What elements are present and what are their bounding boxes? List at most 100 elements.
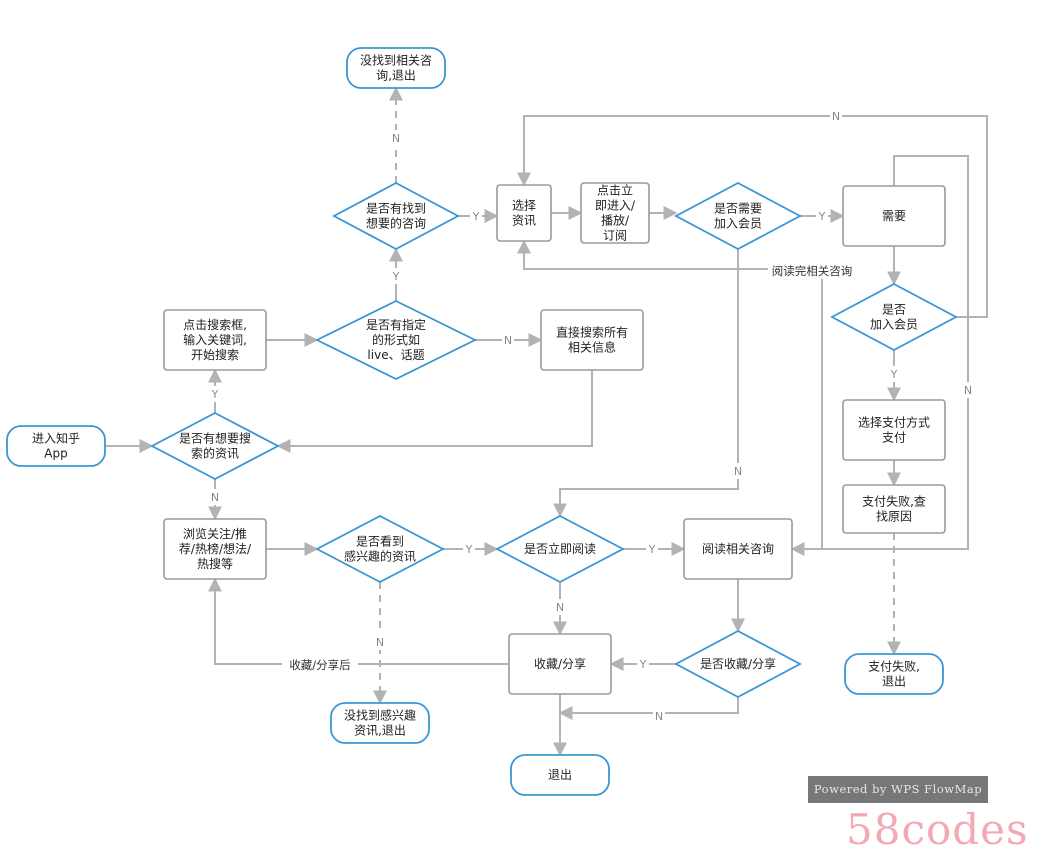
edge-label-n: N: [211, 491, 219, 504]
node-label-not-found-1: 询,退出: [376, 69, 416, 83]
node-is-collect: 是否收藏/分享: [674, 629, 802, 699]
edge-labels: Y N Y N Y Y N Y N 阅读完相关咨询 N N Y Y N N Y N 收藏/分享后: [209, 108, 974, 724]
node-label-read-now-0: 是否立即阅读: [524, 541, 596, 556]
node-browse: 浏览关注/推荐/热榜/想法/热搜等: [163, 518, 267, 580]
node-label-specified-form-0: 是否有指定: [366, 317, 426, 332]
edge-label-y: Y: [818, 210, 826, 223]
node-label-is-collect-0: 是否收藏/分享: [700, 656, 776, 671]
edge-collect-to-browse: [208, 577, 509, 665]
node-label-click-enter-0: 点击立: [597, 183, 633, 198]
node-click-search: 点击搜索框,输入关键词,开始搜索: [163, 309, 267, 371]
node-label-choose-pay-0: 选择支付方式: [858, 415, 930, 430]
node-label-join-member-1: 加入会员: [870, 318, 918, 332]
edge-label-n: N: [832, 110, 840, 123]
edge-label-n: N: [376, 636, 384, 649]
node-read-related: 阅读相关咨询: [683, 518, 793, 580]
edge-label-y: Y: [211, 388, 219, 401]
node-pay-fail-exit: 支付失败,退出: [844, 653, 944, 695]
node-label-click-enter-3: 订阅: [603, 229, 627, 243]
edge-label-n: N: [734, 465, 742, 478]
watermark-logo: 58codes: [846, 805, 1029, 854]
edge-label-after-collect: 收藏/分享后: [289, 658, 350, 672]
node-exit: 退出: [510, 754, 610, 796]
node-label-direct-search-1: 相关信息: [568, 340, 616, 355]
node-label-browse-1: 荐/热榜/想法/: [179, 541, 252, 556]
edge-label-y: Y: [472, 210, 480, 223]
node-label-specified-form-2: live、话题: [367, 348, 424, 362]
node-need: 需要: [842, 185, 946, 247]
node-label-click-enter-2: 播放/: [601, 213, 630, 228]
node-label-found-wanted-1: 想要的咨询: [366, 216, 426, 231]
node-label-select-info-0: 选择: [512, 199, 536, 213]
edge-label-read-done: 阅读完相关咨询: [772, 264, 853, 278]
node-label-enter-app-0: 进入知乎: [32, 432, 80, 446]
node-label-see-interest-0: 是否看到: [356, 535, 404, 549]
node-label-click-search-1: 输入关键词,: [183, 332, 247, 347]
node-label-want-search-0: 是否有想要搜: [179, 431, 251, 446]
node-label-collect-share-0: 收藏/分享: [534, 656, 586, 671]
node-label-need-member-0: 是否需要: [714, 202, 762, 216]
edge-need-to-read-n: [790, 155, 969, 556]
node-label-direct-search-0: 直接搜索所有: [556, 325, 628, 340]
node-label-no-interest-0: 没找到感兴趣: [344, 708, 416, 723]
node-label-choose-pay-1: 支付: [882, 431, 906, 445]
node-label-want-search-1: 索的资讯: [191, 446, 239, 461]
nodes: 进入知乎App是否有想要搜索的资讯点击搜索框,输入关键词,开始搜索是否有指定的形…: [6, 47, 958, 796]
node-label-found-wanted-0: 是否有找到: [366, 202, 426, 216]
edge-label-n: N: [655, 710, 663, 723]
edge-label-y: Y: [392, 270, 400, 283]
node-label-need-member-1: 加入会员: [714, 217, 762, 231]
edges: [105, 86, 988, 757]
edge-needmember-to-readnow-n: [553, 249, 739, 518]
edge-label-n: N: [392, 132, 400, 145]
edge-label-n: N: [556, 601, 564, 614]
node-label-exit-0: 退出: [548, 768, 572, 782]
edge-label-n: N: [964, 384, 972, 397]
node-label-pay-fail-exit-1: 退出: [882, 675, 906, 689]
node-label-not-found-0: 没找到相关咨: [360, 53, 432, 68]
edge-read-to-select-done: [517, 239, 823, 549]
node-label-click-enter-1: 即进入/: [595, 199, 636, 213]
node-label-need-0: 需要: [882, 209, 906, 223]
node-label-enter-app-1: App: [44, 447, 67, 461]
node-label-click-search-0: 点击搜索框,: [183, 317, 247, 332]
edge-label-y: Y: [648, 543, 656, 556]
edge-direct-to-want: [276, 370, 593, 453]
edge-label-y: Y: [639, 658, 647, 671]
node-label-pay-fail-reason-1: 找原因: [876, 510, 912, 524]
node-label-join-member-0: 是否: [882, 303, 906, 317]
node-label-read-related-0: 阅读相关咨询: [702, 541, 774, 556]
powered-by-badge: Powered by WPS FlowMap: [808, 776, 988, 803]
edge-label-n: N: [504, 334, 512, 347]
node-label-browse-2: 热搜等: [197, 556, 233, 571]
node-read-now: 是否立即阅读: [495, 514, 625, 584]
node-label-pay-fail-exit-0: 支付失败,: [868, 659, 920, 674]
node-label-see-interest-1: 感兴趣的资讯: [344, 549, 416, 564]
node-collect-share: 收藏/分享: [508, 633, 612, 695]
node-label-specified-form-1: 的形式如: [372, 332, 420, 347]
edge-iscollect-to-exit-n: [558, 697, 739, 720]
node-label-browse-0: 浏览关注/推: [183, 526, 247, 541]
node-label-no-interest-1: 资讯,退出: [354, 724, 406, 738]
edge-label-y: Y: [890, 368, 898, 381]
node-label-pay-fail-reason-0: 支付失败,查: [862, 494, 926, 509]
edge-label-y: Y: [465, 543, 473, 556]
edge-join-to-select-n: [517, 115, 988, 318]
node-label-click-search-2: 开始搜索: [191, 347, 239, 362]
node-label-select-info-1: 资讯: [512, 214, 536, 228]
